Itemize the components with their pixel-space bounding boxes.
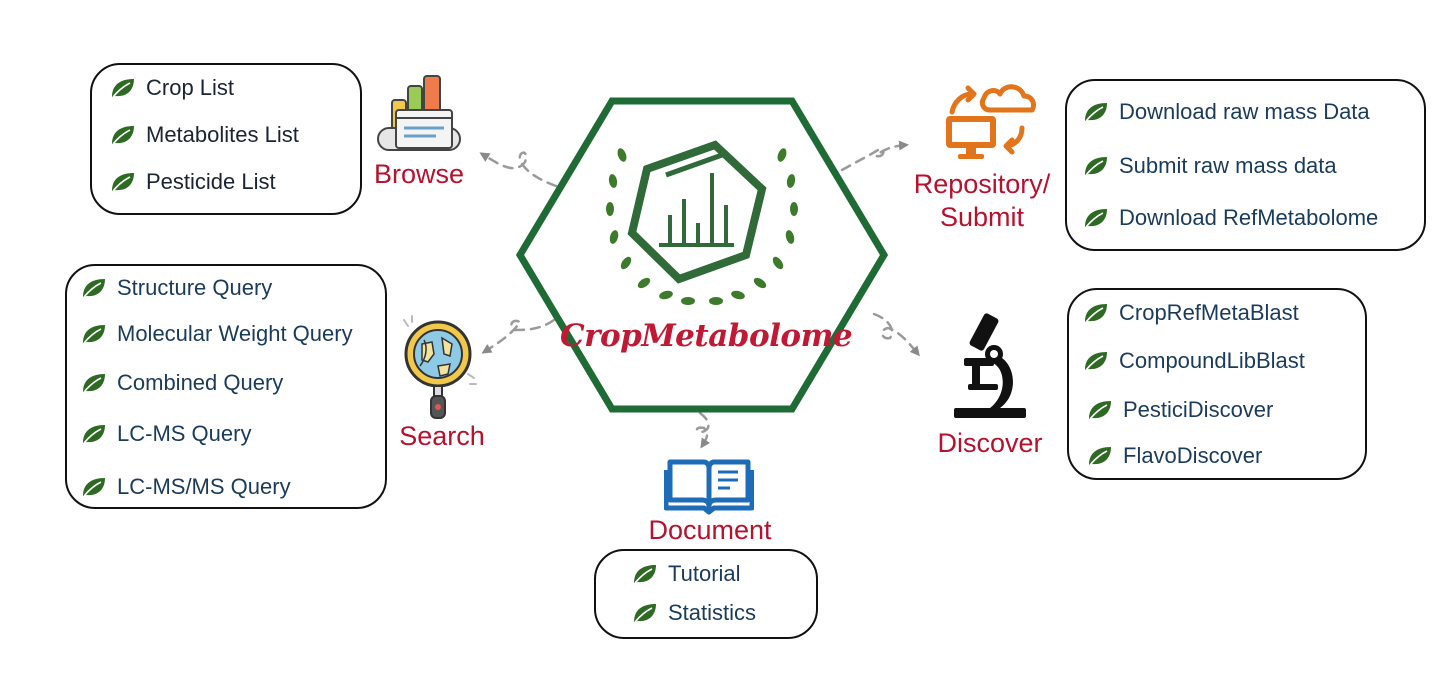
leaf-icon <box>1083 302 1109 324</box>
browse-list-box: Crop List Metabolites List Pesticide Lis… <box>90 63 362 215</box>
arrow-to-repository <box>840 140 909 172</box>
document-list-box: Tutorial Statistics <box>594 549 818 639</box>
list-item[interactable]: LC-MS/MS Query <box>81 474 291 500</box>
list-item[interactable]: Crop List <box>110 75 234 101</box>
hub-hexagon <box>516 97 888 413</box>
list-item[interactable]: Submit raw mass data <box>1083 153 1337 179</box>
cloud-sync-computer-icon <box>946 84 1037 159</box>
globe-magnifier-icon <box>403 315 477 419</box>
leaf-icon <box>1083 350 1109 372</box>
document-label[interactable]: Document <box>648 515 772 545</box>
leaf-icon <box>1083 101 1109 123</box>
discover-list-box: CropRefMetaBlast CompoundLibBlast Pestic… <box>1067 288 1367 480</box>
leaf-icon <box>81 476 107 498</box>
list-item[interactable]: Structure Query <box>81 275 272 301</box>
leaf-icon <box>1087 445 1113 467</box>
list-item[interactable]: Download raw mass Data <box>1083 99 1370 125</box>
list-item[interactable]: Tutorial <box>632 561 741 587</box>
list-item[interactable]: Pesticide List <box>110 169 276 195</box>
list-item[interactable]: LC-MS Query <box>81 421 251 447</box>
list-item[interactable]: Metabolites List <box>110 122 299 148</box>
leaf-icon <box>110 77 136 99</box>
list-item[interactable]: Combined Query <box>81 370 283 396</box>
list-item[interactable]: FlavoDiscover <box>1087 443 1262 469</box>
repository-label-line2: Submit <box>939 201 1025 232</box>
repository-label-line1: Repository/ <box>913 169 1051 199</box>
search-label[interactable]: Search <box>399 421 485 451</box>
leaf-icon <box>1087 399 1113 421</box>
list-item[interactable]: Molecular Weight Query <box>81 321 353 347</box>
leaf-icon <box>81 423 107 445</box>
leaf-icon <box>81 323 107 345</box>
arrow-to-search <box>481 318 556 354</box>
list-item[interactable]: Download RefMetabolome <box>1083 205 1378 231</box>
repository-label[interactable]: Repository/ Submit <box>898 168 1066 234</box>
leaf-icon <box>81 372 107 394</box>
discover-label[interactable]: Discover <box>937 428 1043 458</box>
arrow-to-discover <box>872 312 920 357</box>
microscope-icon <box>954 313 1026 418</box>
hub-brand-text: CropMetabolome <box>560 318 853 354</box>
search-list-box: Structure Query Molecular Weight Query C… <box>65 264 387 509</box>
leaf-icon <box>1083 155 1109 177</box>
leaf-icon <box>632 563 658 585</box>
leaf-icon <box>110 124 136 146</box>
browser-files-icon <box>377 75 461 151</box>
repository-list-box: Download raw mass Data Submit raw mass d… <box>1065 79 1426 251</box>
browse-label[interactable]: Browse <box>373 159 465 189</box>
open-book-icon <box>664 459 754 515</box>
list-item[interactable]: CropRefMetaBlast <box>1083 300 1299 326</box>
leaf-icon <box>81 277 107 299</box>
list-item[interactable]: CompoundLibBlast <box>1083 348 1305 374</box>
leaf-icon <box>110 171 136 193</box>
leaf-icon <box>1083 207 1109 229</box>
chart-laurel-hexagon-icon <box>606 140 798 305</box>
arrow-to-browse <box>479 151 558 188</box>
leaf-icon <box>632 602 658 624</box>
arrow-to-document <box>695 411 711 449</box>
list-item[interactable]: PesticiDiscover <box>1087 397 1273 423</box>
list-item[interactable]: Statistics <box>632 600 756 626</box>
